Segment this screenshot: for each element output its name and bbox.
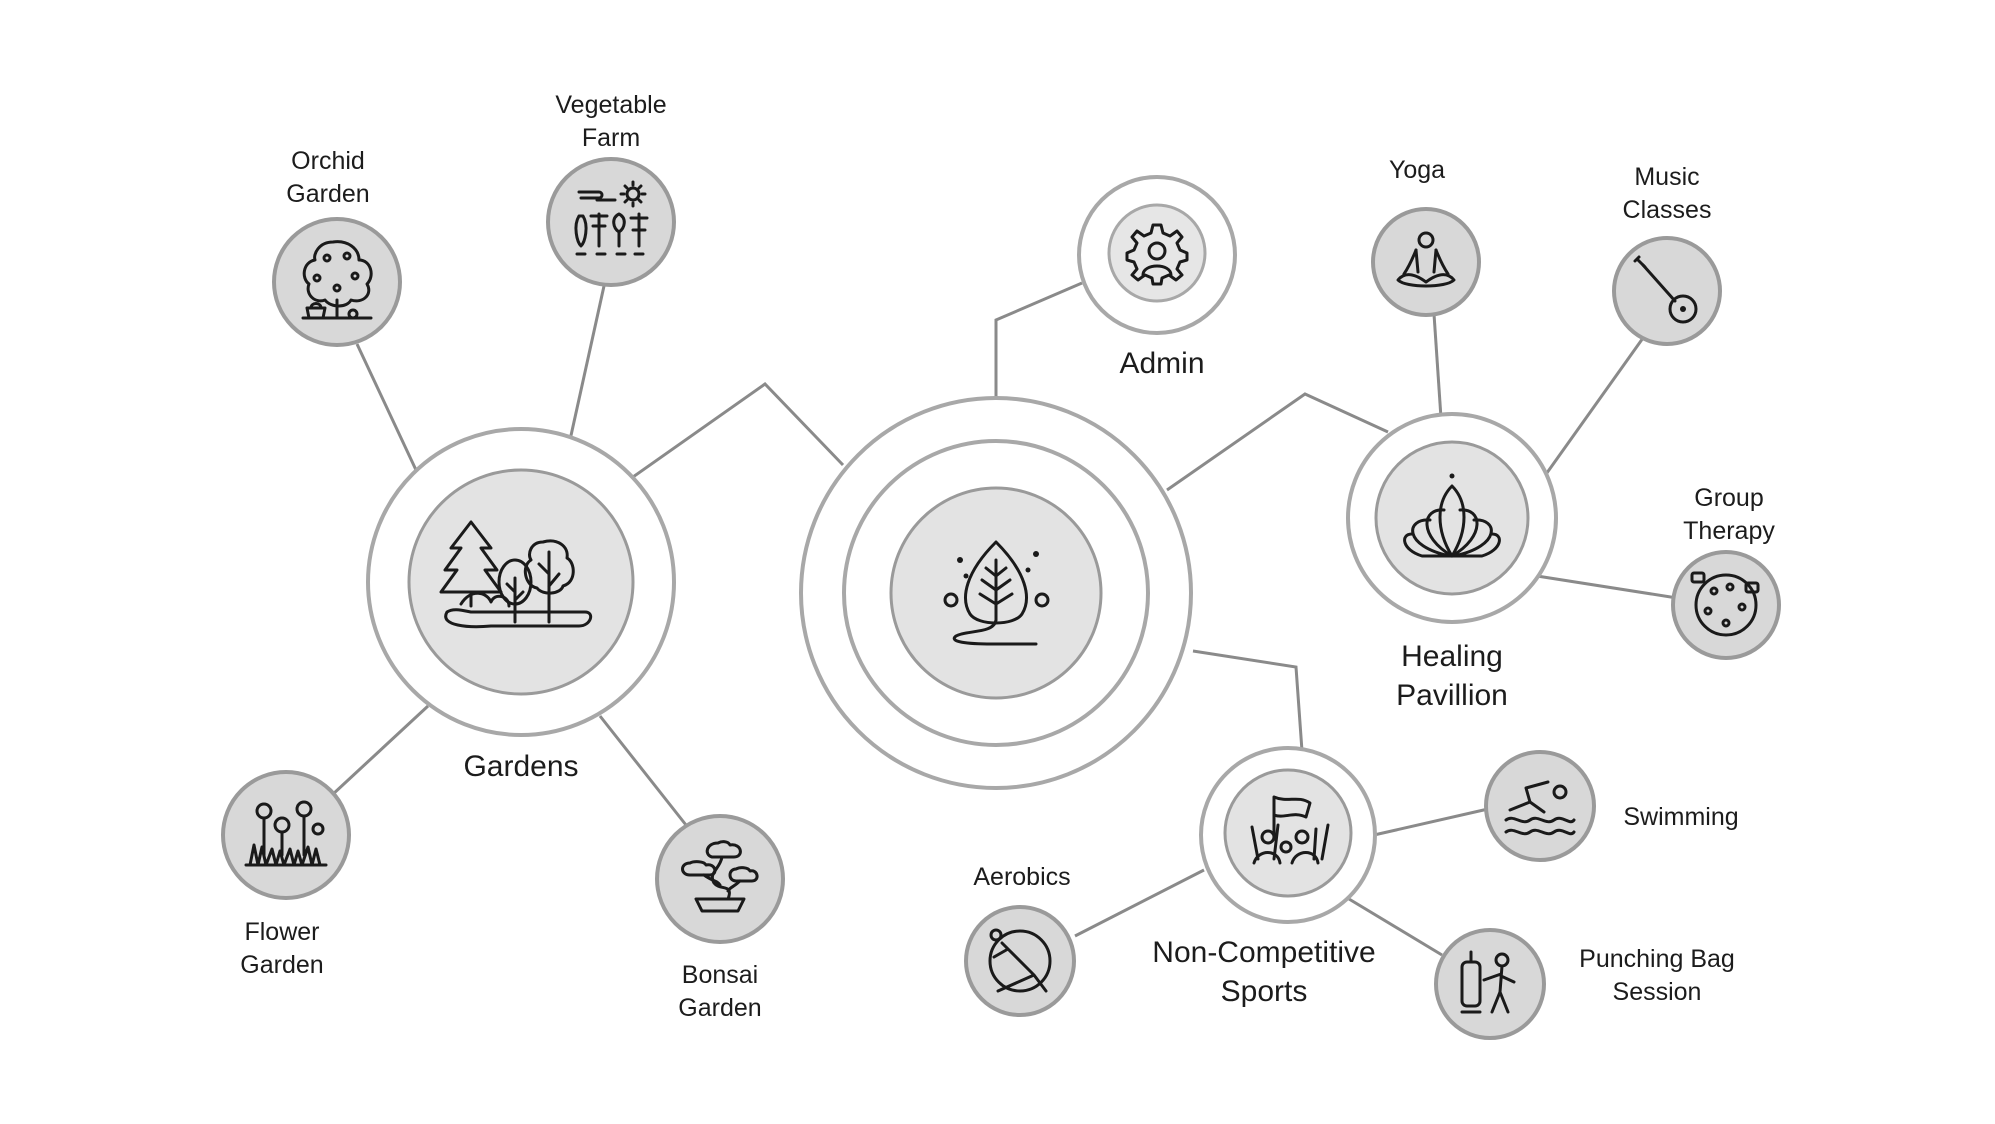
music-label-line2: Classes <box>1623 196 1712 224</box>
connector-gardens-bonsai <box>598 715 688 826</box>
connector-sports-punching <box>1348 897 1443 957</box>
therapy-label-line2: Therapy <box>1683 517 1775 545</box>
connector-healing-music <box>1542 337 1645 478</box>
forest-park-icon <box>439 520 593 629</box>
aerobics-node[interactable]: Aerobics <box>964 863 1076 1017</box>
admin-label: Admin <box>1119 347 1204 380</box>
music-classes-node[interactable]: Music Classes <box>1612 163 1722 346</box>
yoga-node[interactable]: Yoga <box>1371 156 1481 317</box>
bonsai-garden-node[interactable]: Bonsai Garden <box>655 814 785 1022</box>
connector-hub-gardens <box>632 382 845 479</box>
vegetable-label-line2: Farm <box>582 124 640 152</box>
connectors <box>330 281 1678 957</box>
punching-bag-icon <box>1460 950 1516 1014</box>
bonsai-label-line2: Garden <box>678 994 761 1022</box>
connector-sports-aerobics <box>1074 868 1205 938</box>
connector-healing-yoga <box>1432 313 1443 419</box>
connector-hub-admin <box>994 281 1083 397</box>
therapy-label-line1: Group <box>1694 484 1763 512</box>
healing-label-line1: Healing <box>1401 640 1503 673</box>
connector-sports-swimming <box>1373 807 1489 837</box>
admin-node[interactable]: Admin <box>1077 175 1237 380</box>
orchid-label-line2: Garden <box>286 180 369 208</box>
lotus-icon <box>1403 473 1501 558</box>
aerobics-label: Aerobics <box>973 863 1070 891</box>
swimmer-icon <box>1504 780 1576 836</box>
hub-node[interactable] <box>799 396 1193 790</box>
gardens-node[interactable]: Gardens <box>366 427 676 783</box>
meditation-icon <box>1396 231 1456 288</box>
swimming-label: Swimming <box>1623 803 1738 831</box>
banjo-icon <box>1633 255 1698 324</box>
sports-label-line2: Sports <box>1221 975 1308 1008</box>
music-label-line1: Music <box>1634 163 1699 191</box>
gardens-label: Gardens <box>463 750 578 783</box>
orchid-garden-node[interactable]: Orchid Garden <box>272 147 402 347</box>
flower-label-line1: Flower <box>244 918 319 946</box>
leaf-growth-icon <box>943 540 1050 646</box>
connector-hub-healing <box>1166 392 1389 492</box>
punching-bag-node[interactable]: Punching Bag Session <box>1434 928 1735 1040</box>
vegetable-label-line1: Vegetable <box>555 91 666 119</box>
swimming-node[interactable]: Swimming <box>1484 750 1739 862</box>
healing-label-line2: Pavillion <box>1396 679 1508 712</box>
vegetable-farm-node[interactable]: Vegetable Farm <box>546 91 676 287</box>
group-chat-icon <box>1690 571 1760 637</box>
flowers-icon <box>244 800 328 867</box>
crops-sun-icon <box>574 180 649 256</box>
punching-label-line2: Session <box>1613 978 1702 1006</box>
connector-gardens-orchid <box>355 343 418 471</box>
punching-label-line1: Punching Bag <box>1579 945 1735 973</box>
flower-label-line2: Garden <box>240 951 323 979</box>
gear-person-icon <box>1125 223 1189 286</box>
fruit-tree-icon <box>301 240 373 320</box>
stretching-icon <box>988 928 1052 993</box>
orchid-label-line1: Orchid <box>291 147 365 175</box>
flower-garden-node[interactable]: Flower Garden <box>221 770 351 979</box>
bonsai-icon <box>681 840 759 913</box>
connector-healing-therapy <box>1536 574 1678 600</box>
group-therapy-node[interactable]: Group Therapy <box>1671 484 1781 660</box>
yoga-label: Yoga <box>1389 156 1445 184</box>
connector-hub-sports <box>1192 649 1304 752</box>
bonsai-label-line1: Bonsai <box>682 961 758 989</box>
connector-gardens-flower <box>330 704 430 797</box>
connector-gardens-vegetable <box>568 285 606 441</box>
sports-label-line1: Non-Competitive <box>1152 936 1375 969</box>
sports-node[interactable]: Non-Competitive Sports <box>1152 746 1377 1008</box>
healing-pavillion-node[interactable]: Healing Pavillion <box>1346 412 1558 712</box>
cheering-flag-icon <box>1250 795 1330 865</box>
